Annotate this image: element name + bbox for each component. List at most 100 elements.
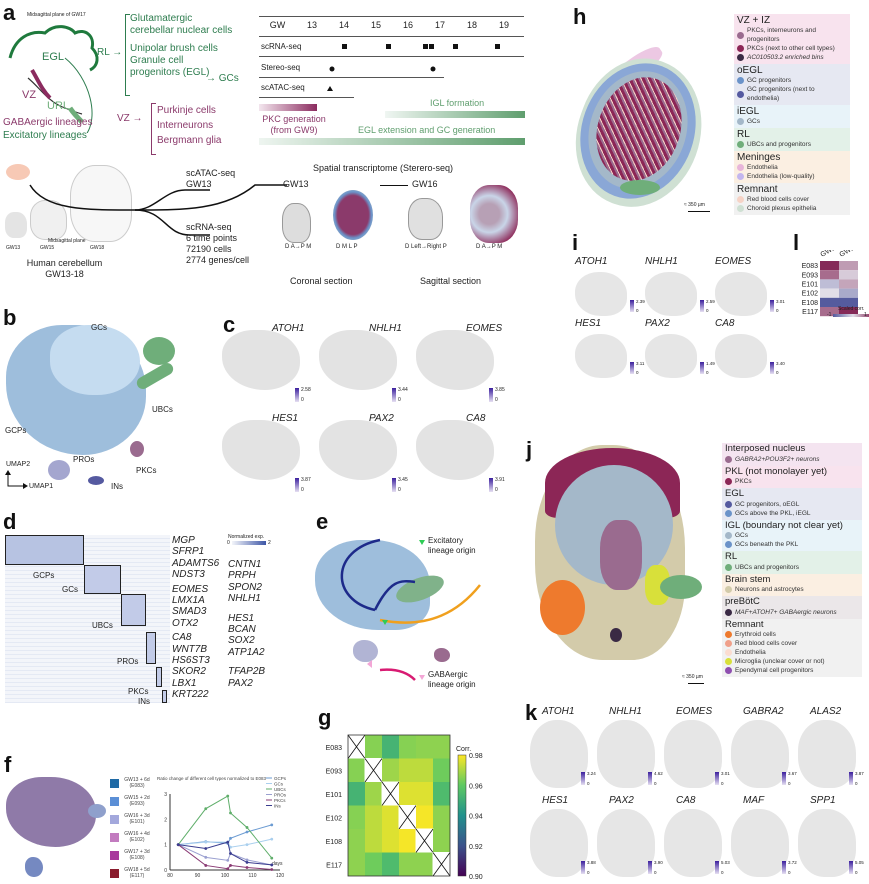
sample-label: GW15 + 2d (E093) <box>124 795 150 807</box>
egl-ext-label: EGL extension and GC generation <box>358 125 496 135</box>
colorbar-max: 3.90 <box>654 860 663 865</box>
heat-cell <box>820 261 839 271</box>
sample-swatch <box>110 779 119 788</box>
legend-swatch <box>725 455 732 463</box>
legend-swatch <box>725 509 732 517</box>
colorbar-min: 0 <box>654 781 657 786</box>
heat-cell <box>399 758 416 782</box>
gene-label: EOMES <box>466 323 503 334</box>
heat-cell <box>382 758 399 782</box>
url-band <box>67 106 84 124</box>
colorbar-tick: 0.90 <box>469 874 483 881</box>
colorbar-min: 0 <box>855 870 858 875</box>
diagonal-cross <box>364 758 383 783</box>
diagonal-cross <box>381 781 400 806</box>
atac-branch <box>29 184 210 211</box>
j-prebotc <box>610 628 622 642</box>
timeline-header: GW 13 14 15 16 17 18 19 <box>259 20 524 30</box>
sample-swatch <box>110 815 119 824</box>
egl-label: EGL <box>42 51 65 63</box>
series-line-PKCs <box>177 844 272 870</box>
midsag-label: Midsagittal plane <box>48 238 86 244</box>
legend-item-label: PKCs (next to other cell types) <box>747 45 835 52</box>
heat-cell <box>365 782 382 806</box>
colorbar-max: 3.01 <box>776 299 785 304</box>
legend-section-title: EGL <box>725 488 745 499</box>
scrna-marker <box>453 44 458 49</box>
marker-gene: NDST3 <box>172 569 205 581</box>
colorbar-max: 5.05 <box>855 860 864 865</box>
heat-cell <box>365 805 382 829</box>
series-line-PROs <box>178 844 272 866</box>
pkcs-cluster <box>130 441 144 457</box>
legend-item-label: Neurons and astrocytes <box>735 586 804 593</box>
legend-item-label: MAF+ATOH7+ GABAergic neurons <box>735 608 837 616</box>
colorbar-max: 3.11 <box>636 361 645 366</box>
ventricle-line <box>27 77 83 115</box>
marker-gene: LBX1 <box>172 677 197 689</box>
row-label: E108 <box>326 839 342 846</box>
heat-cell <box>382 852 399 876</box>
legend-item-label: GCs above the PKL, iEGL <box>735 509 811 517</box>
row-scrna: scRNA-seq <box>261 42 302 51</box>
scatac-marker <box>327 86 333 91</box>
legend-label: GCPs <box>274 776 287 781</box>
marker-gene: PRPH <box>228 570 256 582</box>
legend-swatch <box>737 164 744 171</box>
rna-text: 72190 cells <box>186 244 232 254</box>
pros-cluster <box>48 460 70 480</box>
gw13-cerebellum-icon <box>5 212 27 238</box>
legend-item: Erythroid cells <box>725 630 859 639</box>
colorbar-max: 4.62 <box>654 771 663 776</box>
rl-item: Granule cell <box>130 55 184 66</box>
colorbar-min: 0 <box>398 487 401 493</box>
legend-swatch <box>737 54 744 61</box>
spatial-feature-plot <box>664 809 722 877</box>
legend-label: PROs <box>274 792 287 797</box>
legend-label: PKCs <box>274 798 286 803</box>
legend-swatch <box>725 667 732 674</box>
legend-swatch <box>725 631 732 638</box>
legend-swatch <box>737 196 744 203</box>
legend-swatch <box>737 77 744 84</box>
marker-gene: MGP <box>172 535 195 546</box>
colorbar <box>648 861 652 874</box>
colorbar-min: 0 <box>587 870 590 875</box>
ratio-line-chart: Ratio change of different cell types nor… <box>157 776 287 879</box>
legend-swatch <box>737 45 744 52</box>
panel-label-k: k <box>525 700 538 725</box>
colorbar-max: 5.03 <box>721 860 730 865</box>
legend-section-title: oEGL <box>737 65 763 76</box>
spatial-connector <box>380 185 408 186</box>
series-line-GCs <box>178 838 272 848</box>
sample-swatch <box>110 869 119 878</box>
colorbar <box>782 861 786 874</box>
colorbar-min: 0 <box>788 870 791 875</box>
colorbar <box>489 478 493 492</box>
vz-bracket <box>151 103 156 155</box>
colorbar-max: 3.88 <box>587 860 596 865</box>
legend-section-title: RL <box>725 551 738 562</box>
cerebellum-diagram <box>8 25 99 133</box>
velocity-pro-cluster <box>353 640 378 662</box>
cluster-label: PKCs <box>128 687 149 696</box>
human-cerebellum-label: Human cerebellum GW13-18 <box>22 258 107 280</box>
cluster-label: UBCs <box>92 621 113 630</box>
legend-item-label: PKCs, interneurons and progenitors <box>747 27 817 43</box>
excitatory-origin-marker <box>382 620 388 625</box>
sample-label: GW16 + 4d (E102) <box>124 831 150 843</box>
sample-label: GW18 + 5d (E117) <box>124 867 150 879</box>
gaba-text: GABAergic <box>428 670 468 679</box>
vz-band <box>30 68 52 100</box>
sample-label: GW13 + 6d (E083) <box>124 777 150 789</box>
excit-text: Excitatory <box>428 536 464 545</box>
colorbar-min: 0 <box>706 308 709 313</box>
legend-item: Choroid plexus epithelia <box>737 204 847 213</box>
legend-section-title: Brain stem <box>725 573 771 585</box>
heat-cell <box>348 829 365 853</box>
cluster-block <box>84 565 121 594</box>
scaled-corr-max: 1 <box>864 312 867 318</box>
colorbar <box>782 772 786 785</box>
colorbar-max: 3.87 <box>855 771 864 776</box>
